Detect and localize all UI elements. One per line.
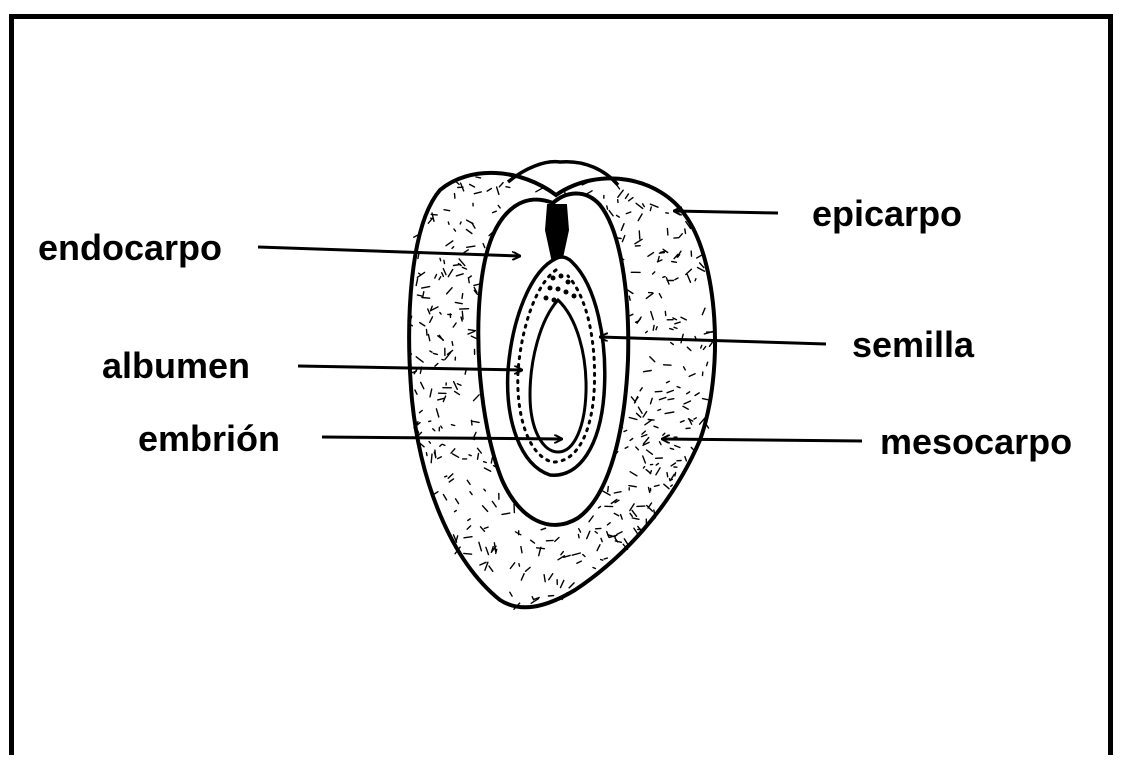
arrow-mesocarpo [662, 439, 862, 441]
stipple-mark [506, 187, 510, 188]
stipple-mark [653, 325, 654, 330]
stipple-mark [445, 476, 447, 477]
stipple-mark [431, 454, 432, 463]
stipple-mark [655, 391, 662, 392]
stipple-mark [650, 207, 651, 211]
septum [546, 205, 568, 258]
stipple-mark [658, 409, 661, 410]
stipple-mark [448, 222, 449, 224]
stipple-mark [665, 312, 666, 316]
stipple-mark [578, 534, 579, 537]
stipple-mark [519, 564, 520, 567]
stipple-mark [639, 231, 640, 239]
label-epicarpo: epicarpo [812, 193, 962, 234]
arrow-embrion [322, 437, 562, 439]
stipple-mark [604, 558, 607, 559]
stipple-mark [670, 448, 673, 449]
stipple-mark [422, 298, 430, 299]
stipple-mark [469, 455, 471, 456]
stipple-mark [464, 553, 472, 554]
stipple-mark [443, 444, 445, 445]
stipple-mark [471, 420, 472, 425]
stipple-mark [427, 330, 428, 336]
stipple-mark [685, 229, 686, 234]
stipple-mark [455, 511, 457, 512]
stipple-mark [478, 454, 479, 460]
stipple-mark [607, 206, 608, 209]
stipple-mark [462, 311, 463, 319]
arrow-epicarpo [674, 211, 778, 213]
stipple-mark [667, 473, 668, 477]
stipple-mark [695, 337, 696, 339]
stipple-mark [695, 279, 696, 281]
stipple-mark [440, 258, 441, 261]
label-endocarpo: endocarpo [38, 227, 222, 268]
stipple-mark [659, 253, 664, 254]
label-mesocarpo: mesocarpo [880, 421, 1072, 462]
stipple-mark [675, 473, 676, 476]
stipple-mark [667, 228, 668, 235]
stipple-mark [444, 260, 445, 263]
stipple-mark [672, 262, 677, 263]
stipple-mark [601, 560, 603, 561]
stipple-mark [476, 177, 481, 178]
stipple-mark [460, 222, 461, 224]
stipple-mark [484, 462, 487, 463]
label-embrion: embrión [138, 418, 280, 459]
stipple-mark [643, 467, 644, 469]
stipple-mark [670, 329, 673, 330]
label-albumen: albumen [102, 345, 250, 386]
stipple-mark [442, 360, 444, 361]
stipple-mark [462, 294, 463, 299]
stipple-mark [444, 210, 450, 211]
stipple-mark [668, 399, 674, 400]
stipple-mark [468, 278, 469, 283]
stipple-mark [491, 458, 492, 463]
stipple-mark [419, 273, 421, 274]
stipple-mark [415, 421, 416, 424]
stipple-mark [426, 453, 427, 456]
stipple-mark [433, 353, 437, 354]
stipple-mark [593, 568, 595, 569]
stipple-mark [629, 296, 630, 300]
stipple-mark [451, 425, 454, 426]
stipple-mark [670, 479, 671, 481]
label-semilla: semilla [852, 324, 975, 365]
stipple-mark [452, 342, 453, 346]
stipple-mark [663, 277, 665, 278]
stipple-mark [608, 487, 609, 492]
